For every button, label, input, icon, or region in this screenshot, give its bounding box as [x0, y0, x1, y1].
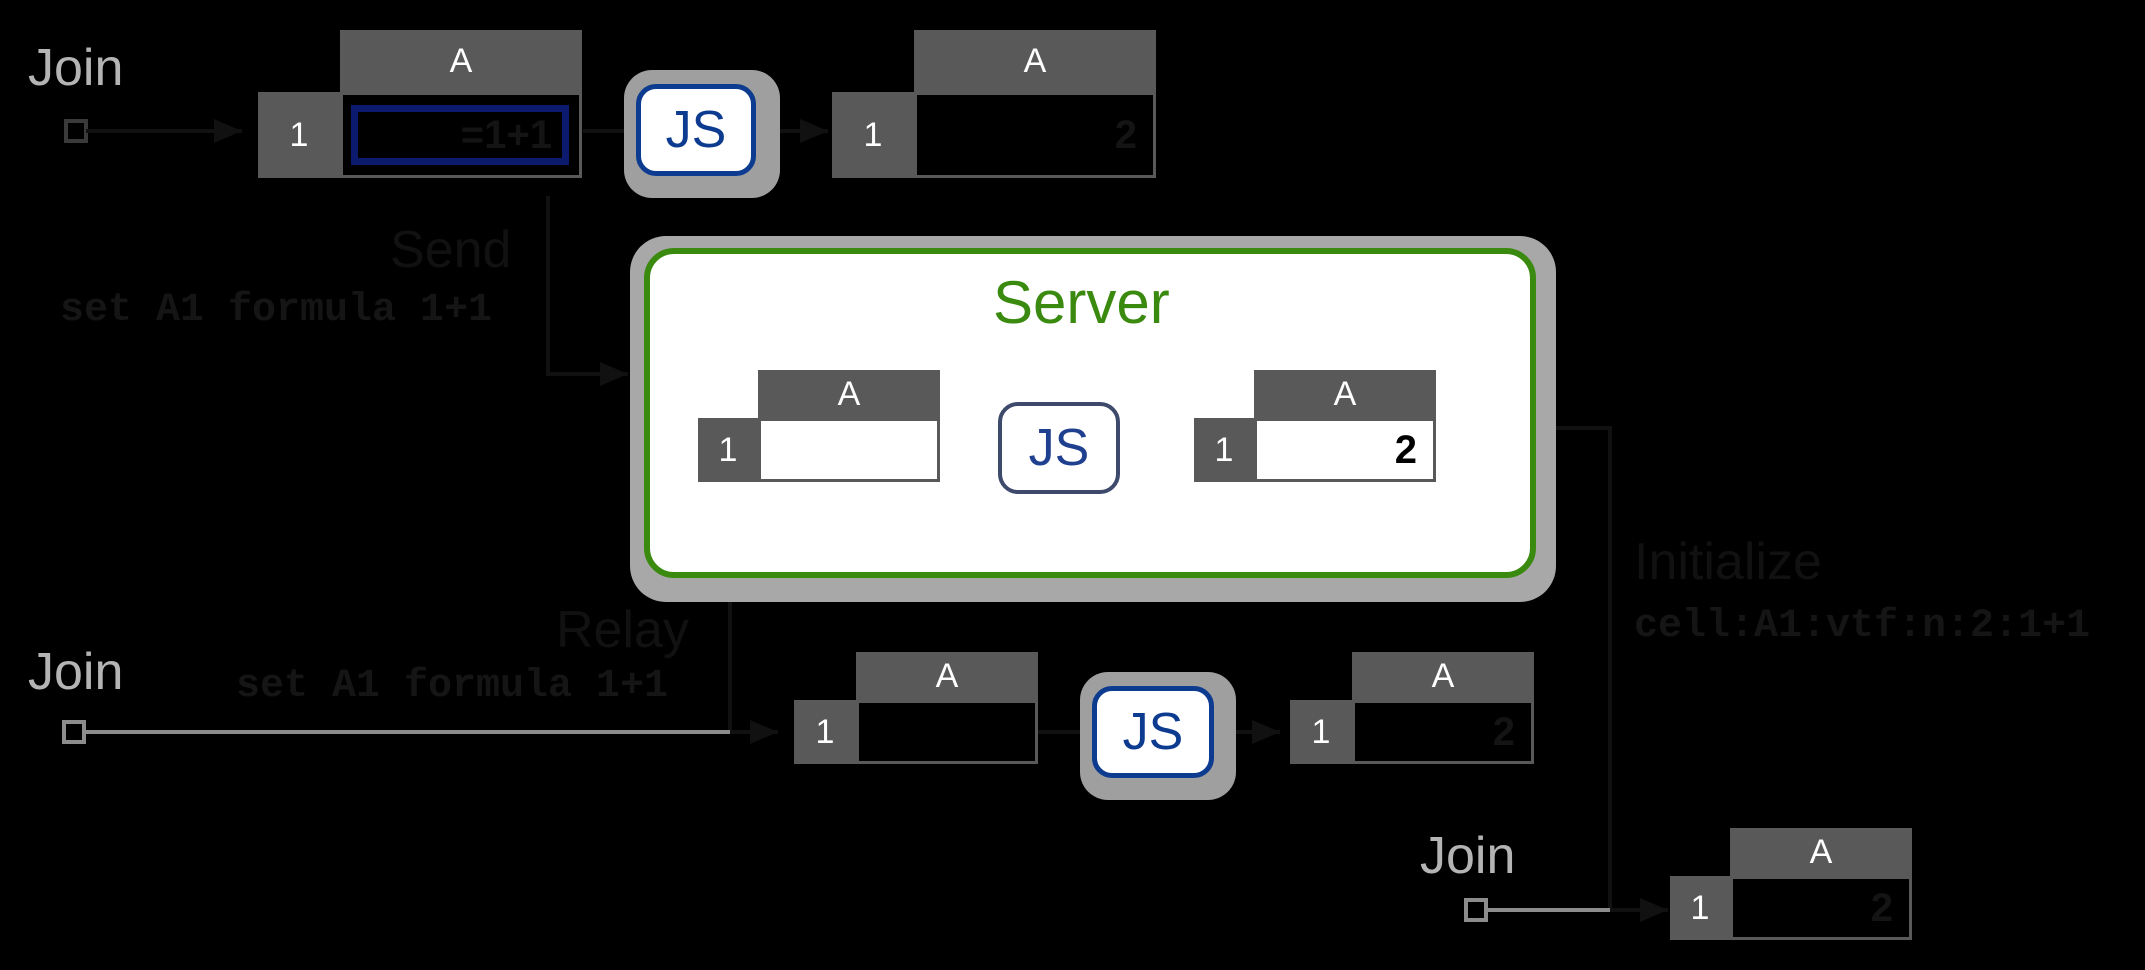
send-command: set A1 formula 1+1 [60, 288, 493, 333]
server-title: Server [993, 269, 1170, 336]
row-header: 1 [832, 92, 914, 178]
join-port-middle [62, 720, 86, 744]
relay-label: Relay [556, 601, 689, 659]
column-header: A [340, 30, 582, 92]
cell-a1-result-middle[interactable]: 2 [1352, 700, 1534, 764]
server-cell-a1-input [758, 418, 940, 482]
row-header: 1 [698, 418, 758, 482]
js-engine-server: JS [998, 402, 1120, 494]
cell-a1-middle[interactable] [856, 700, 1038, 764]
column-header: A [914, 30, 1156, 92]
row-header: 1 [1290, 700, 1352, 764]
js-engine-top: JS [636, 84, 756, 176]
column-header: A [758, 370, 940, 418]
join-port-top [64, 119, 88, 143]
join-label-middle: Join [28, 643, 124, 701]
send-label: Send [390, 221, 512, 279]
formula-input[interactable]: =1+1 [351, 105, 569, 165]
initialize-line [1538, 426, 1612, 910]
js-engine-middle: JS [1092, 686, 1214, 778]
join-label-bottom: Join [1420, 827, 1516, 885]
server-cell-a1-result: 2 [1254, 418, 1436, 482]
join-label-top: Join [28, 39, 124, 97]
relay-command: set A1 formula 1+1 [236, 664, 669, 709]
cell-a1-result-top[interactable]: 2 [914, 92, 1156, 178]
join-port-bottom [1464, 898, 1488, 922]
cell-a1-top[interactable]: =1+1 [340, 92, 582, 178]
initialize-label: Initialize [1634, 533, 1822, 591]
column-header: A [1352, 652, 1534, 700]
column-header: A [1254, 370, 1436, 418]
send-arrow [546, 196, 628, 386]
initialize-command: cell:A1:vtf:n:2:1+1 [1634, 604, 2091, 649]
column-header: A [1730, 828, 1912, 876]
column-header: A [856, 652, 1038, 700]
row-header: 1 [1194, 418, 1254, 482]
row-header: 1 [258, 92, 340, 178]
row-header: 1 [794, 700, 856, 764]
cell-a1-bottom[interactable]: 2 [1730, 876, 1912, 940]
row-header: 1 [1670, 876, 1730, 940]
